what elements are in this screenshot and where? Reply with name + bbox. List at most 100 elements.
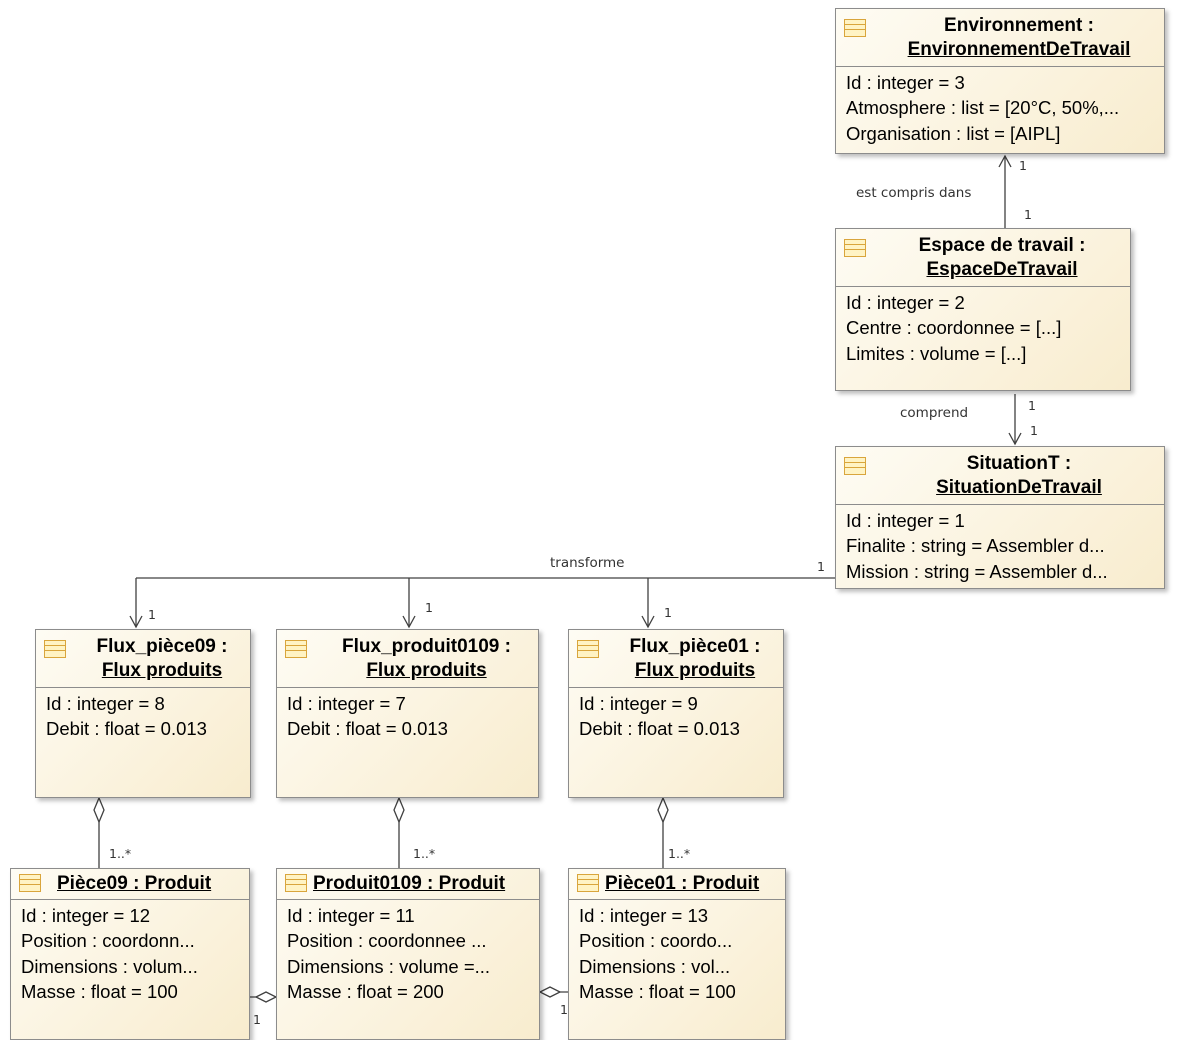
- aggregation-diamond-a: [254, 991, 278, 1003]
- attribute: Id : integer = 7: [287, 693, 406, 714]
- multiplicity: 1..*: [413, 846, 436, 861]
- attribute: Limites : volume = [...]: [846, 342, 1027, 364]
- object-header: Pièce09 : Produit: [11, 869, 249, 900]
- aggregation-diamond-09: [93, 796, 105, 824]
- attribute: Id : integer = 13: [579, 905, 709, 926]
- attribute: Debit : float = 0.013: [287, 718, 448, 740]
- attribute: Position : coordonnee ...: [287, 930, 487, 952]
- attribute-list: Id : integer = 11 Position : coordonnee …: [277, 900, 539, 1007]
- instance-icon: [19, 874, 41, 892]
- attribute: Masse : float = 100: [579, 980, 736, 1002]
- attribute: Masse : float = 100: [21, 980, 178, 1002]
- multiplicity: 1: [817, 559, 825, 574]
- object-class: Flux produits: [101, 660, 223, 681]
- object-header: Pièce01 : Produit: [569, 869, 785, 900]
- arrowhead-environnement: [998, 154, 1012, 168]
- object-title: Pièce01 : Produit: [605, 873, 760, 894]
- multiplicity: 1: [560, 1002, 568, 1017]
- instance-icon: [844, 19, 866, 37]
- attribute-list: Id : integer = 13 Position : coordo... D…: [569, 900, 785, 1007]
- multiplicity: 1: [1028, 398, 1036, 413]
- attribute: Dimensions : volume =...: [287, 955, 491, 977]
- attribute: Debit : float = 0.013: [46, 718, 207, 740]
- attribute: Organisation : list = [AIPL]: [846, 122, 1061, 144]
- object-class: Flux produits: [366, 660, 487, 681]
- multiplicity: 1: [1030, 423, 1038, 438]
- attribute: Dimensions : volum...: [21, 955, 198, 977]
- object-environnement[interactable]: Environnement : EnvironnementDeTravail I…: [835, 8, 1165, 154]
- instance-icon: [844, 457, 866, 475]
- object-header: Environnement : EnvironnementDeTravail: [836, 9, 1164, 67]
- arrowhead-situation: [1008, 432, 1022, 446]
- attribute: Id : integer = 8: [46, 693, 165, 714]
- aggregation-diamond-01: [657, 796, 669, 824]
- attribute-list: Id : integer = 12 Position : coordonn...…: [11, 900, 249, 1007]
- object-flux-piece01[interactable]: Flux_pièce01 : Flux produits Id : intege…: [568, 629, 784, 798]
- attribute: Id : integer = 1: [846, 510, 965, 531]
- object-header: Espace de travail : EspaceDeTravail: [836, 229, 1130, 287]
- instance-icon: [44, 640, 66, 658]
- object-header: Flux_produit0109 : Flux produits: [277, 630, 538, 688]
- attribute: Dimensions : vol...: [579, 955, 731, 977]
- object-flux-produit0109[interactable]: Flux_produit0109 : Flux produits Id : in…: [276, 629, 539, 798]
- multiplicity: 1: [1019, 158, 1027, 173]
- object-piece01[interactable]: Pièce01 : Produit Id : integer = 13 Posi…: [568, 868, 786, 1040]
- object-name: Flux_pièce09 :: [96, 636, 228, 657]
- label-transforme: transforme: [550, 555, 625, 571]
- object-situation[interactable]: SituationT : SituationDeTravail Id : int…: [835, 446, 1165, 589]
- multiplicity: 1: [425, 600, 433, 615]
- attribute: Id : integer = 12: [21, 905, 151, 926]
- attribute: Id : integer = 11: [287, 905, 415, 926]
- attribute: Centre : coordonnee = [...]: [846, 317, 1062, 339]
- instance-icon: [285, 874, 307, 892]
- attribute-list: Id : integer = 3 Atmosphere : list = [20…: [836, 67, 1164, 149]
- instance-icon: [844, 239, 866, 257]
- instance-icon: [577, 640, 599, 658]
- arrowhead-flux01: [641, 615, 655, 629]
- attribute-list: Id : integer = 7 Debit : float = 0.013: [277, 688, 538, 745]
- object-name: Environnement :: [944, 15, 1094, 36]
- multiplicity: 1: [253, 1012, 261, 1027]
- object-name: Flux_pièce01 :: [629, 636, 761, 657]
- object-header: Produit0109 : Produit: [277, 869, 539, 900]
- attribute: Atmosphere : list = [20°C, 50%,...: [846, 97, 1120, 119]
- label-est-compris-dans: est compris dans: [856, 185, 972, 201]
- aggregation-diamond-b: [538, 986, 562, 998]
- attribute: Position : coordo...: [579, 930, 733, 952]
- instance-icon: [285, 640, 307, 658]
- object-class: SituationDeTravail: [936, 477, 1102, 498]
- attribute: Masse : float = 200: [287, 980, 444, 1002]
- multiplicity: 1: [664, 605, 672, 620]
- object-title: Produit0109 : Produit: [313, 873, 506, 894]
- instance-icon: [577, 874, 599, 892]
- attribute-list: Id : integer = 8 Debit : float = 0.013: [36, 688, 250, 745]
- attribute-list: Id : integer = 2 Centre : coordonnee = […: [836, 287, 1130, 369]
- object-header: Flux_pièce01 : Flux produits: [569, 630, 783, 688]
- multiplicity: 1..*: [668, 846, 691, 861]
- aggregation-diamond-0109: [393, 796, 405, 824]
- object-piece09[interactable]: Pièce09 : Produit Id : integer = 12 Posi…: [10, 868, 250, 1040]
- object-produit0109[interactable]: Produit0109 : Produit Id : integer = 11 …: [276, 868, 540, 1040]
- object-header: SituationT : SituationDeTravail: [836, 447, 1164, 505]
- attribute-list: Id : integer = 9 Debit : float = 0.013: [569, 688, 783, 745]
- object-class: EspaceDeTravail: [926, 259, 1078, 280]
- attribute: Debit : float = 0.013: [579, 718, 740, 740]
- attribute: Id : integer = 3: [846, 72, 965, 93]
- attribute: Id : integer = 9: [579, 693, 698, 714]
- multiplicity: 1: [148, 607, 156, 622]
- object-name: Espace de travail :: [918, 235, 1086, 256]
- attribute: Position : coordonn...: [21, 930, 195, 952]
- object-class: EnvironnementDeTravail: [907, 39, 1131, 60]
- multiplicity: 1: [1024, 207, 1032, 222]
- object-flux-piece09[interactable]: Flux_pièce09 : Flux produits Id : intege…: [35, 629, 251, 798]
- object-espace-de-travail[interactable]: Espace de travail : EspaceDeTravail Id :…: [835, 228, 1131, 391]
- label-comprend: comprend: [900, 405, 969, 421]
- multiplicity: 1..*: [109, 846, 132, 861]
- attribute: Finalite : string = Assembler d...: [846, 535, 1105, 557]
- arrowhead-flux09: [129, 615, 143, 629]
- object-class: Flux produits: [634, 660, 756, 681]
- arrowhead-flux0109: [402, 615, 416, 629]
- attribute-list: Id : integer = 1 Finalite : string = Ass…: [836, 505, 1164, 587]
- object-header: Flux_pièce09 : Flux produits: [36, 630, 250, 688]
